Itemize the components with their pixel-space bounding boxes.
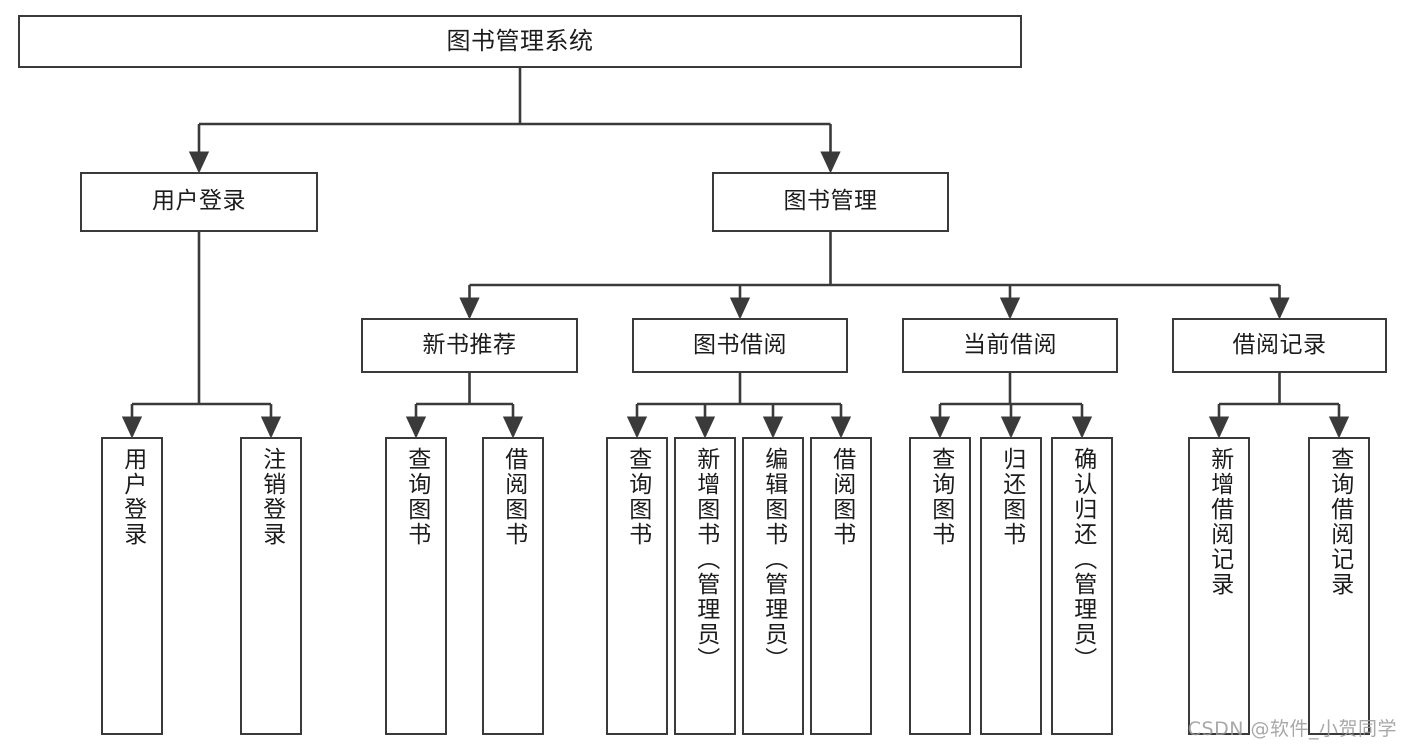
node-leaf-add-record[interactable]: 新增借阅记录 (1188, 437, 1250, 735)
node-leaf-borrow-book-new[interactable]: 借阅图书 (482, 437, 544, 735)
node-label: 查询借阅记录 (1326, 447, 1353, 597)
watermark-text: CSDN @软件_小贺同学 (1187, 718, 1397, 740)
node-root[interactable]: 图书管理系统 (18, 15, 1022, 68)
node-label: 图书借阅 (693, 331, 787, 358)
node-label: 用户登录 (119, 447, 146, 547)
node-label: 查询图书 (927, 447, 954, 547)
node-label: 借阅图书 (828, 447, 855, 547)
node-label: 图书管理系统 (446, 27, 594, 56)
node-label: 新书推荐 (422, 331, 517, 358)
node-label: 新增借阅记录 (1206, 447, 1233, 597)
node-records[interactable]: 借阅记录 (1172, 318, 1387, 373)
node-leaf-logout[interactable]: 注销登录 (240, 437, 302, 735)
node-label: 用户登录 (152, 188, 246, 215)
node-label: 注销登录 (258, 447, 285, 547)
node-leaf-edit-book[interactable]: 编辑图书（管理员） (742, 437, 804, 735)
node-newbooks[interactable]: 新书推荐 (361, 318, 578, 373)
node-label: 当前借阅 (963, 331, 1057, 358)
node-label: 图书管理 (783, 188, 878, 215)
node-borrow[interactable]: 图书借阅 (632, 318, 848, 373)
node-label: 借阅图书 (500, 447, 527, 547)
node-label: 查询图书 (403, 447, 430, 547)
node-label: 确认归还（管理员） (1069, 447, 1096, 672)
node-label: 归还图书 (998, 447, 1025, 547)
node-leaf-query-book-new[interactable]: 查询图书 (385, 437, 447, 735)
node-leaf-query-book-current[interactable]: 查询图书 (909, 437, 971, 735)
node-current[interactable]: 当前借阅 (902, 318, 1118, 373)
node-leaf-confirm-return[interactable]: 确认归还（管理员） (1051, 437, 1113, 735)
node-login[interactable]: 用户登录 (80, 172, 318, 232)
node-leaf-user-login[interactable]: 用户登录 (101, 437, 163, 735)
node-leaf-borrow-book[interactable]: 借阅图书 (810, 437, 872, 735)
node-label: 新增图书（管理员） (692, 447, 719, 672)
node-leaf-query-record[interactable]: 查询借阅记录 (1308, 437, 1370, 735)
node-bookmgmt[interactable]: 图书管理 (712, 172, 949, 232)
node-label: 查询图书 (624, 447, 651, 547)
node-leaf-query-book-borrow[interactable]: 查询图书 (606, 437, 668, 735)
node-label: 借阅记录 (1232, 331, 1327, 358)
node-label: 编辑图书（管理员） (760, 447, 787, 672)
node-leaf-return-book[interactable]: 归还图书 (980, 437, 1042, 735)
node-leaf-add-book[interactable]: 新增图书（管理员） (674, 437, 736, 735)
